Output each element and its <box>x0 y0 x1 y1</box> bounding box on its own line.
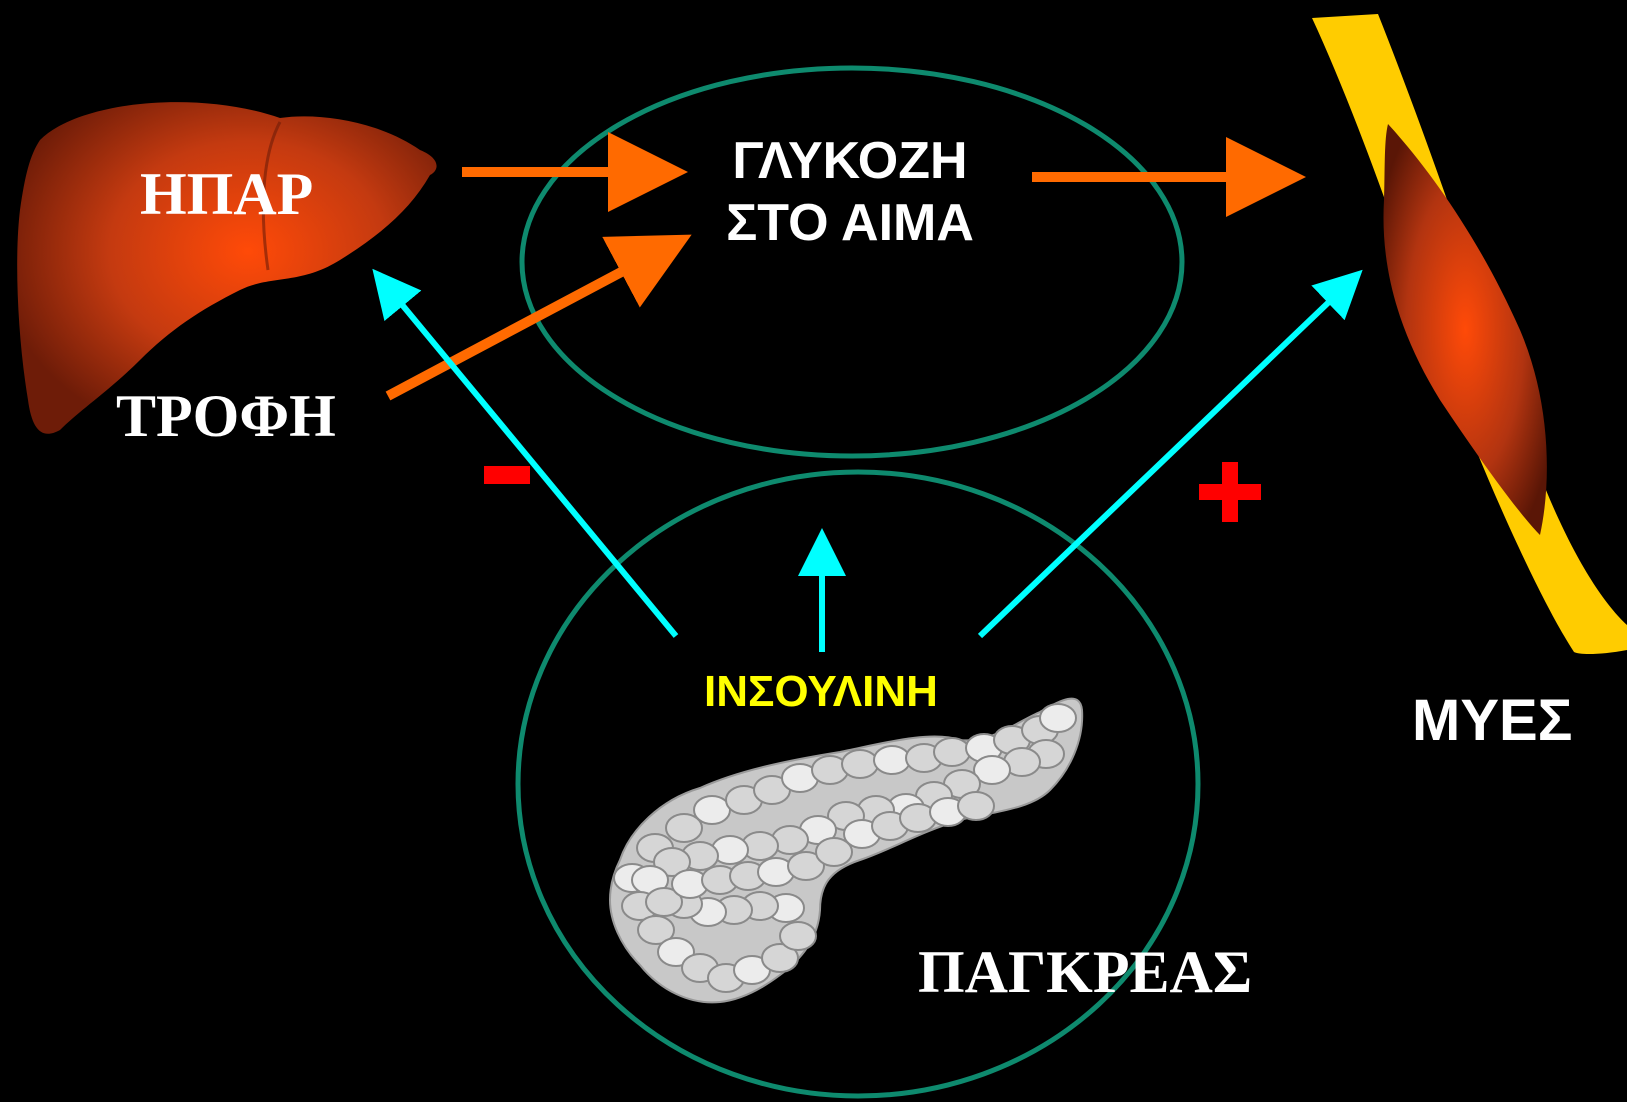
pancreas-lobule <box>934 738 970 766</box>
muscles-label: ΜΥΕΣ <box>1412 692 1573 750</box>
pancreas-lobule <box>780 922 816 950</box>
plus-sign <box>1199 462 1261 522</box>
food-label: ΤΡΟΦΗ <box>116 386 336 446</box>
food-to-blood-arrow <box>388 244 674 396</box>
pancreas-lobule <box>842 750 878 778</box>
liver-label: ΗΠΑΡ <box>140 164 313 224</box>
pancreas-lobule <box>958 792 994 820</box>
pancreas-lobule <box>1040 704 1076 732</box>
blood-glucose-label: ΓΛΥΚΟΖΗ ΣΤΟ ΑΙΜΑ <box>700 130 1000 254</box>
blood-glucose-label-line2: ΣΤΟ ΑΙΜΑ <box>700 192 1000 254</box>
pancreas-lobule <box>694 796 730 824</box>
muscle-organ-icon <box>1312 14 1627 654</box>
pancreas-label: ΠΑΓΚΡΕΑΣ <box>918 942 1252 1002</box>
insulin-to-liver-arrow <box>380 278 676 636</box>
blood-glucose-label-line1: ΓΛΥΚΟΖΗ <box>700 130 1000 192</box>
blood-glucose-circle <box>522 68 1182 456</box>
insulin-to-muscle-arrow <box>980 278 1354 636</box>
pancreas-lobule <box>874 746 910 774</box>
insulin-label: ΙΝΣΟΥΛΙΝΗ <box>704 670 938 714</box>
minus-sign <box>484 466 530 484</box>
